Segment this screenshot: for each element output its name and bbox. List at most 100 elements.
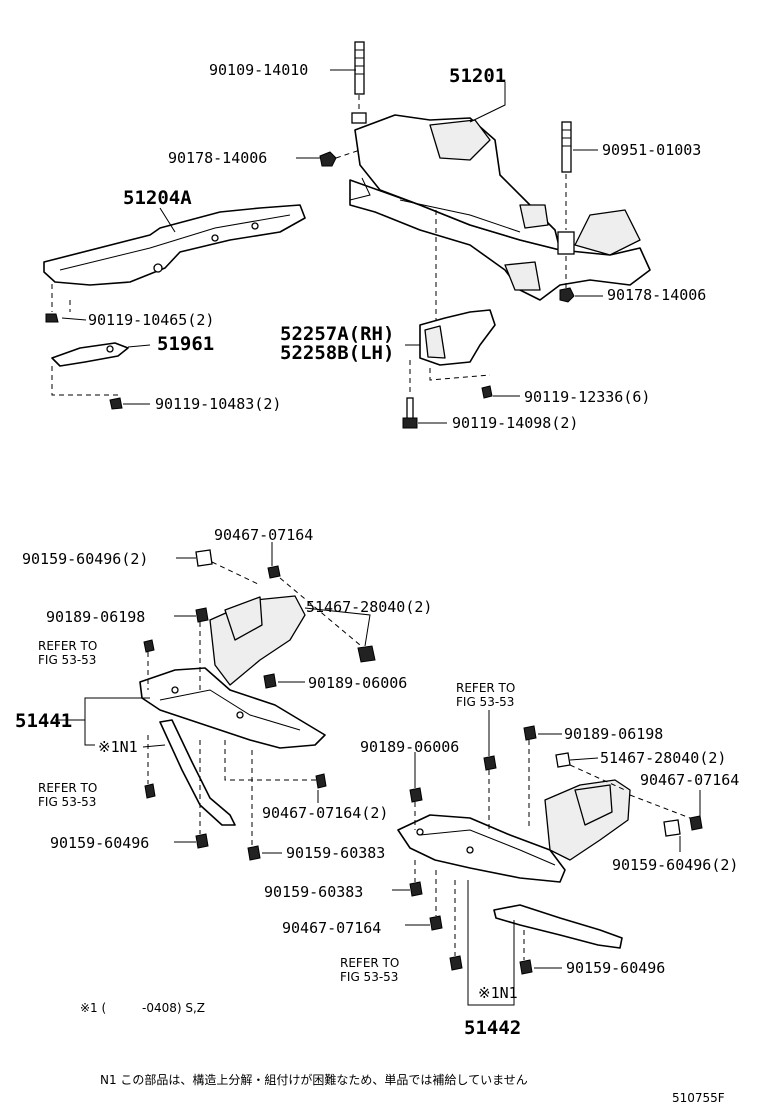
label-90189-06198-b: 90189-06198 [564, 725, 663, 743]
label-51961: 51961 [157, 333, 214, 355]
label-note-1n1-b: ※1N1 [478, 984, 518, 1002]
bolt-90119-10483[interactable] [109, 397, 123, 410]
label-51442: 51442 [464, 1017, 521, 1039]
alignment-line [224, 740, 316, 846]
label-90119-14098: 90119-14098(2) [452, 414, 578, 432]
footnote-range: -0408) S,Z [142, 1001, 205, 1015]
leader-line [55, 697, 150, 746]
alignment-line [488, 740, 530, 830]
stud-bolt-90109[interactable] [354, 41, 365, 95]
clip-90159-60383-left[interactable] [247, 845, 261, 861]
label-51441: 51441 [15, 710, 72, 732]
label-90467-07164-c: 90467-07164 [640, 771, 739, 789]
clip-90159-60496-2-right[interactable] [663, 819, 681, 837]
brace-51441[interactable] [159, 719, 236, 826]
label-90159-60383-b: 90159-60383 [264, 883, 363, 901]
label-refer-to-4: REFER TO [340, 956, 399, 970]
label-90178-14006-upper: 90178-14006 [168, 149, 267, 167]
label-51204a: 51204A [123, 187, 192, 209]
label-90189-06006-b: 90189-06006 [360, 738, 459, 756]
leader-line [469, 82, 506, 123]
bolt-90119-12336[interactable] [481, 385, 493, 399]
footnote-mark: ※1 ( [80, 1001, 106, 1015]
label-90467-07164-d: 90467-07164 [282, 919, 381, 937]
stud-bolt-90951[interactable] [561, 121, 572, 173]
clip-refer-right-bottom[interactable] [449, 955, 463, 971]
label-fig-53-53-2: FIG 53-53 [38, 795, 96, 809]
alignment-line [409, 360, 491, 396]
nut-90189-06006-right[interactable] [409, 787, 423, 803]
label-fig-53-53-3: FIG 53-53 [456, 695, 514, 709]
clip-90159-60496-right[interactable] [519, 959, 533, 975]
label-fig-53-53-4: FIG 53-53 [340, 970, 398, 984]
leader-line [304, 607, 371, 647]
label-90467-07164-2: 90467-07164(2) [262, 804, 388, 822]
alignment-line [454, 880, 525, 960]
clip-refer-left-top[interactable] [143, 639, 155, 653]
alignment-line [335, 149, 361, 159]
label-51467-28040-b: 51467-28040(2) [600, 749, 726, 767]
leader-line [569, 757, 599, 761]
nut-51467-right[interactable] [555, 752, 571, 768]
label-90119-10465: 90119-10465(2) [88, 311, 214, 329]
alignment-line [414, 802, 437, 916]
label-90189-06006-a: 90189-06006 [308, 674, 407, 692]
label-refer-to-1: REFER TO [38, 639, 97, 653]
clip-refer-left-bottom[interactable] [144, 783, 156, 799]
leader-line [61, 317, 87, 321]
nut-90189-06006-left[interactable] [263, 673, 277, 689]
screw-90467-right-lower[interactable] [429, 915, 443, 931]
leader-line [127, 344, 151, 348]
clip-90159-60496-2-left[interactable] [195, 549, 213, 567]
alignment-line [147, 622, 201, 690]
label-90159-60496-2-a: 90159-60496(2) [22, 550, 148, 568]
nut-51467-left[interactable] [357, 645, 376, 663]
label-refer-to-2: REFER TO [38, 781, 97, 795]
label-52258b: 52258B(LH) [280, 342, 394, 364]
label-51467-28040-a: 51467-28040(2) [306, 598, 432, 616]
brace-51442[interactable] [493, 904, 623, 949]
nut-90189-06198-left[interactable] [195, 607, 209, 623]
screw-90467-right[interactable] [689, 815, 703, 831]
nut-90178-lower[interactable] [559, 287, 575, 303]
figure-id: 510755F [672, 1091, 725, 1105]
bolt-upper-stud-foot [351, 112, 367, 124]
label-90159-60496-b: 90159-60496 [50, 834, 149, 852]
leader-line [467, 880, 515, 1006]
undercover-51441[interactable] [139, 595, 326, 749]
label-90119-12336: 90119-12336(6) [524, 388, 650, 406]
bracket-51961[interactable] [51, 342, 129, 367]
label-51201: 51201 [449, 65, 506, 87]
collar-90951[interactable] [557, 231, 575, 255]
nut-90189-06198-right[interactable] [523, 725, 537, 741]
label-90119-10483: 90119-10483(2) [155, 395, 281, 413]
label-refer-to-3: REFER TO [456, 681, 515, 695]
bolt-90119-14098[interactable] [402, 397, 418, 429]
undercover-51442[interactable] [397, 779, 631, 883]
alignment-line [569, 764, 691, 819]
clip-refer-right-top[interactable] [483, 755, 497, 771]
screw-90467-left[interactable] [267, 565, 281, 579]
footnote-n1: N1 この部品は、構造上分解・組付けが困難なため、単品では補給していません [100, 1072, 528, 1087]
leader-line [142, 744, 166, 748]
label-90159-60383-a: 90159-60383 [286, 844, 385, 862]
label-90109-14010: 90109-14010 [209, 61, 308, 79]
screw-90467-2-left[interactable] [315, 773, 327, 789]
label-90467-07164-a: 90467-07164 [214, 526, 313, 544]
label-90159-60496-2-b: 90159-60496(2) [612, 856, 738, 874]
nut-90178-upper[interactable] [319, 151, 337, 167]
leader-line [159, 207, 176, 233]
bolt-90119-10465[interactable] [45, 313, 59, 323]
crossmember-51201[interactable] [349, 114, 651, 301]
clip-90159-60383-right[interactable] [409, 881, 423, 897]
alignment-line [51, 284, 71, 312]
label-note-1n1-a: ※1N1 [98, 738, 138, 756]
alignment-line [147, 735, 201, 834]
alignment-line [51, 366, 118, 396]
plate-51204a[interactable] [43, 204, 306, 286]
bracket-52257a-52258b[interactable] [419, 309, 496, 366]
label-90189-06198-a: 90189-06198 [46, 608, 145, 626]
label-fig-53-53-1: FIG 53-53 [38, 653, 96, 667]
clip-90159-60496-left[interactable] [195, 833, 209, 849]
